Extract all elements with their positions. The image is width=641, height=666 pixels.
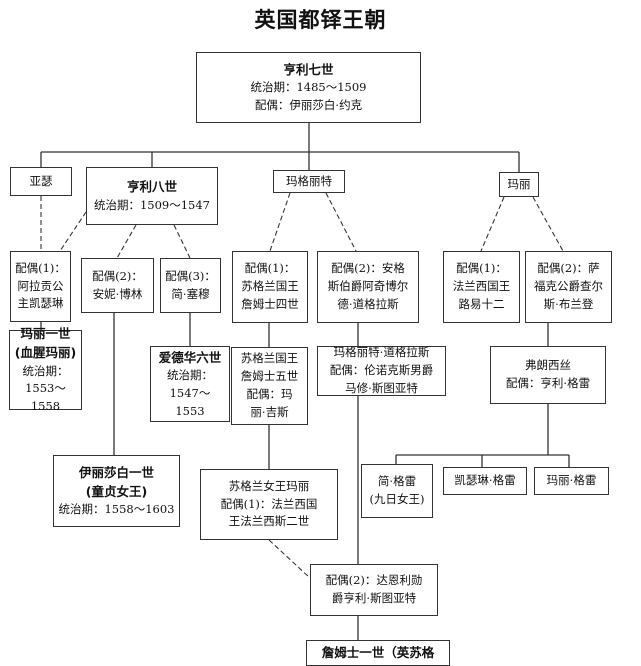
- node-angus: 配偶(2)：安格 斯伯爵阿奇博尔 德·道格拉斯: [317, 251, 419, 323]
- node-suffolk: 配偶(2)：萨 福克公爵查尔 斯·布兰登: [525, 251, 612, 323]
- node-henry-vii: 亨利七世 统治期：1485～1509 配偶：伊丽莎白·约克: [196, 52, 421, 123]
- node-margaret-douglas: 玛格丽特·道格拉斯 配偶：伦诺克斯男爵 马修·斯图亚特: [317, 345, 446, 396]
- node-elizabeth-i: 伊丽莎白一世 (童贞女王) 统治期：1558～1603: [53, 455, 180, 527]
- node-catherine-grey: 凯瑟琳·格雷: [443, 467, 527, 495]
- node-frances: 弗朗西丝 配偶：亨利·格雷: [490, 346, 606, 404]
- node-anne-boleyn: 配偶(2)： 安妮·博林: [81, 258, 154, 313]
- node-margaret: 玛格丽特: [273, 170, 345, 193]
- node-mary-i: 玛丽一世 (血腥玛丽) 统治期： 1553～1558: [9, 326, 82, 413]
- node-james-i: 詹姆士一世（英苏格: [306, 640, 450, 666]
- node-jane-grey: 简·格雷 (九日女王): [361, 464, 433, 518]
- node-jane-seymour: 配偶(3)： 简·塞穆: [160, 258, 221, 313]
- node-mary-sister: 玛丽: [499, 172, 539, 197]
- node-louis-xii: 配偶(1)： 法兰西国王 路易十二: [443, 251, 520, 323]
- node-darnley: 配偶(2)：达恩利勋 爵亨利·斯图亚特: [310, 564, 438, 616]
- node-arthur: 亚瑟: [10, 167, 72, 196]
- node-james-iv: 配偶(1)： 苏格兰国王 詹姆士四世: [232, 251, 308, 323]
- node-catherine: 配偶(1)： 阿拉贡公 主凯瑟琳: [10, 251, 71, 322]
- node-mary-queen-of-scots: 苏格兰女王玛丽 配偶(1)：法兰西国 王法兰西斯二世: [200, 469, 338, 540]
- page-title: 英国都铎王朝: [254, 8, 387, 32]
- node-edward-vi: 爱德华六世 统治期： 1547～1553: [150, 346, 230, 422]
- node-james-v: 苏格兰国王 詹姆士五世 配偶：玛 丽·吉斯: [231, 347, 308, 425]
- node-henry-viii: 亨利八世 统治期：1509～1547: [86, 167, 218, 225]
- node-mary-grey: 玛丽·格雷: [534, 467, 609, 495]
